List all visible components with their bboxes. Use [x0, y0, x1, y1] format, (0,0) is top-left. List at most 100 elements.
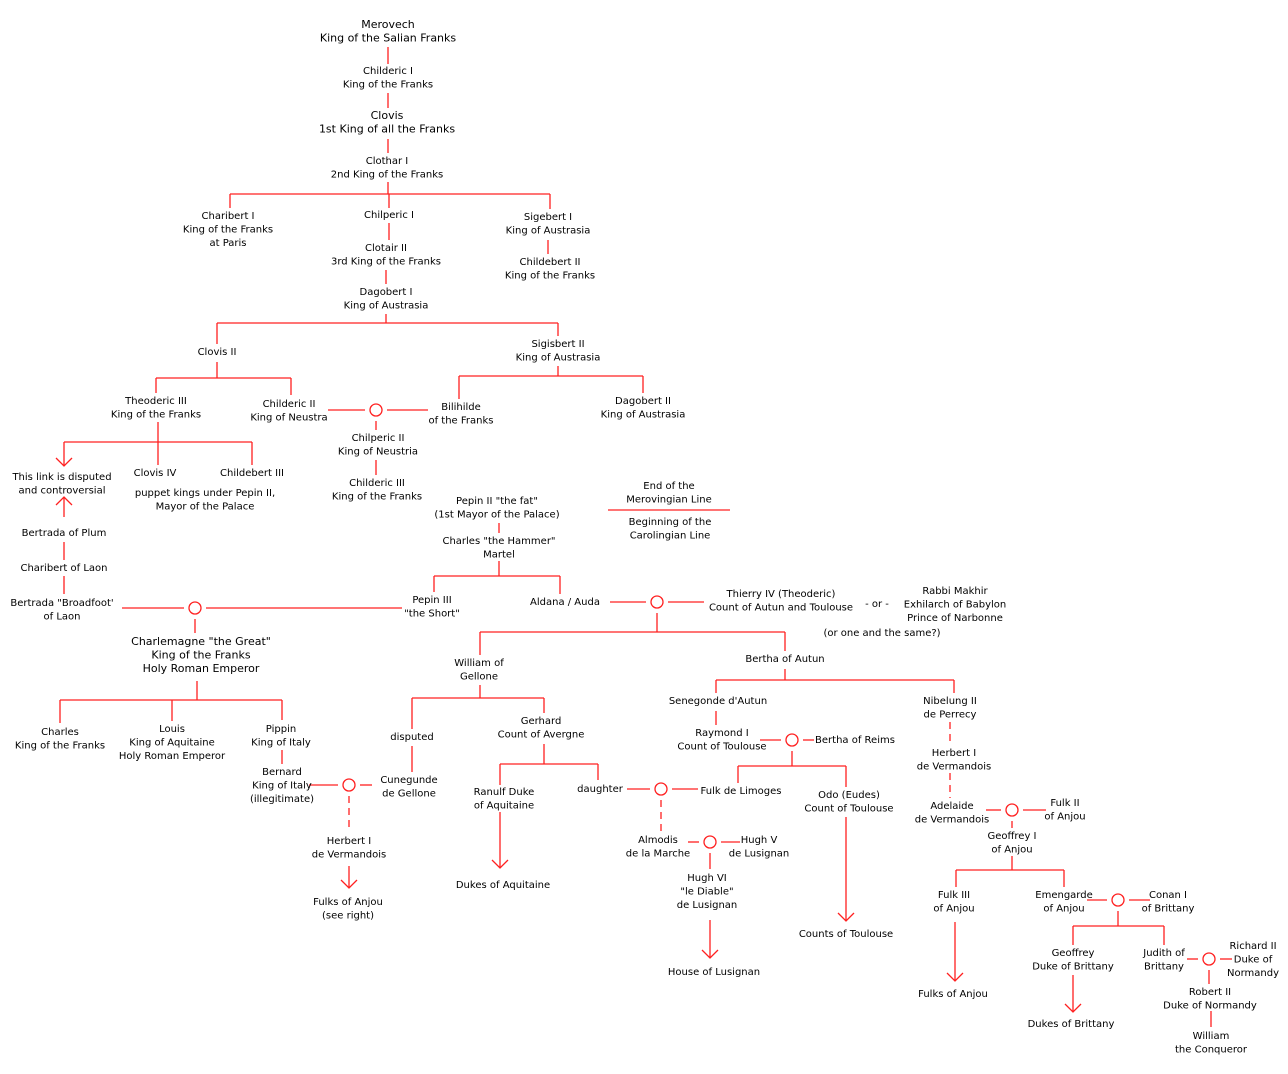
label-line: Fulks of Anjou: [918, 989, 988, 1000]
person-same-note: (or one and the same?): [823, 628, 940, 639]
marriage-ring-icon: [1005, 803, 1019, 817]
label-line: Fulks of Anjou: [313, 897, 383, 908]
label-line: Carolingian Line: [630, 531, 711, 542]
label-line: de Gellone: [382, 789, 436, 800]
label-line: de Lusignan: [729, 849, 790, 860]
person-clovis-ii: Clovis II: [198, 347, 237, 358]
label-line: King of Austrasia: [601, 410, 686, 421]
person-counts-toulouse: Counts of Toulouse: [799, 929, 893, 940]
label-line: Judith of: [1142, 948, 1185, 959]
label-line: of Anjou: [1043, 904, 1084, 915]
label-line: Adelaide: [930, 801, 973, 812]
person-charlemagne: Charlemagne "the Great"King of the Frank…: [131, 635, 271, 675]
label-line: Hugh V: [741, 835, 778, 846]
label-line: Normandy: [1227, 968, 1279, 979]
label-line: William: [1193, 1031, 1230, 1042]
label-line: 1st King of all the Franks: [319, 123, 455, 136]
person-fulks-anjou-left: Fulks of Anjou(see right): [313, 897, 383, 922]
person-pepin-ii: Pepin II "the fat" (1st Mayor of the Pala…: [434, 496, 559, 521]
label-line: Duke of: [1234, 955, 1273, 966]
label-line: Gellone: [460, 672, 498, 683]
label-line: Conan I: [1149, 890, 1187, 901]
label-line: Childeric II: [263, 399, 316, 410]
arrow-down-icon: [837, 817, 855, 922]
label-line: Bertha of Reims: [815, 735, 895, 746]
label-line: and controversial: [19, 486, 106, 497]
label-line: Chilperic II: [352, 433, 405, 444]
label-line: Bertrada of Plum: [22, 528, 107, 539]
person-bertha-reims: Bertha of Reims: [815, 735, 895, 746]
label-line: de Vermandois: [312, 850, 387, 861]
label-line: of Anjou: [1044, 812, 1085, 823]
label-line: King of Austrasia: [516, 353, 601, 364]
label-line: Rabbi Makhir: [922, 586, 988, 597]
label-line: Duke of Normandy: [1163, 1001, 1257, 1012]
tree-connectors: [55, 47, 1232, 1027]
label-line: Herbert I: [327, 836, 371, 847]
person-aldana: Aldana / Auda: [530, 597, 600, 608]
label-line: King of the Franks: [505, 271, 595, 282]
label-line: Charibert I: [202, 211, 255, 222]
arrow-down-icon: [946, 922, 964, 982]
label-line: Bilihilde: [441, 402, 481, 413]
label-line: King of Neustra: [250, 413, 327, 424]
label-line: - or -: [865, 599, 889, 610]
label-line: "the Short": [404, 609, 460, 620]
person-bertrada-plum: Bertrada of Plum: [22, 528, 107, 539]
label-line: Bertrada "Broadfoot': [10, 598, 113, 609]
label-line: Charibert of Laon: [20, 563, 107, 574]
person-puppet-note: puppet kings under Pepin II,Mayor of the…: [135, 488, 275, 513]
label-line: Clovis: [371, 109, 404, 122]
label-line: 2nd King of the Franks: [331, 170, 443, 181]
label-line: King of the Franks: [332, 492, 422, 503]
arrow-down-icon: [340, 866, 358, 889]
marriage-ring-icon: [369, 403, 383, 417]
person-bertrada-broadfoot: Bertrada "Broadfoot'of Laon: [10, 598, 113, 623]
label-line: Brittany: [1144, 962, 1184, 973]
label-line: Pepin II "the fat": [456, 496, 538, 507]
label-line: Clotair II: [365, 243, 407, 254]
label-line: at Paris: [209, 238, 246, 249]
label-line: Mayor of the Palace: [156, 502, 255, 513]
marriage-ring-icon: [342, 778, 356, 792]
person-pepin-iii: Pepin III "the Short": [404, 595, 460, 620]
label-line: King of Aquitaine: [129, 738, 214, 749]
label-line: (or one and the same?): [823, 628, 940, 639]
label-line: (1st Mayor of the Palace): [434, 510, 559, 521]
label-line: de Lusignan: [677, 900, 738, 911]
person-bertha-autun: Bertha of Autun: [745, 654, 824, 665]
person-hugh-vi: Hugh VI"le Diable"de Lusignan: [677, 873, 738, 911]
marriage-ring-icon: [703, 835, 717, 849]
label-line: Merovingian Line: [626, 495, 711, 506]
person-charles-martel: Charles "the Hammer"Martel: [442, 536, 555, 561]
marriage-ring-icon: [650, 595, 664, 609]
label-line: Beginning of the: [629, 517, 712, 528]
label-line: Prince of Narbonne: [907, 613, 1003, 624]
label-line: Pepin III: [412, 595, 451, 606]
label-line: de Perrecy: [924, 710, 977, 721]
person-childebert-iii: Childebert III: [220, 468, 284, 479]
label-line: Count of Autun and Toulouse: [709, 603, 853, 614]
label-line: Geoffrey: [1052, 948, 1095, 959]
arrow-down-icon: [55, 442, 73, 467]
person-house-lusignan: House of Lusignan: [668, 967, 760, 978]
